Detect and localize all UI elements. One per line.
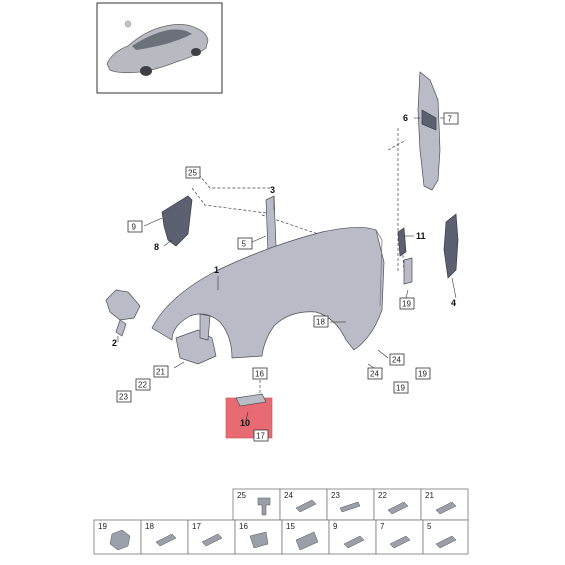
svg-text:19: 19 (396, 384, 405, 393)
svg-text:25: 25 (188, 169, 197, 178)
hardware-cell-23[interactable]: 23 (326, 488, 375, 521)
screw-icon (201, 533, 223, 547)
rear-edge-panel[interactable] (443, 213, 459, 279)
clip-icon (389, 535, 411, 549)
svg-text:9: 9 (333, 522, 338, 531)
screw-icon (295, 499, 317, 513)
svg-text:21: 21 (156, 368, 165, 377)
hardware-cell-17[interactable]: 17 (187, 519, 236, 555)
callout-7[interactable]: 7 (443, 112, 459, 125)
svg-text:19: 19 (418, 370, 427, 379)
svg-text:11: 11 (416, 231, 426, 241)
callout-10: 10 (240, 418, 250, 428)
svg-text:25: 25 (237, 491, 246, 500)
svg-text:9: 9 (132, 223, 137, 232)
callout-3: 3 (270, 185, 275, 195)
hardware-cell-25[interactable]: 25 (232, 488, 281, 521)
clip-part-11[interactable] (397, 227, 413, 285)
svg-text:7: 7 (448, 115, 453, 124)
callout-22[interactable]: 22 (135, 378, 151, 391)
screw-icon (343, 535, 365, 549)
svg-text:18: 18 (316, 318, 325, 327)
svg-text:3: 3 (270, 185, 275, 195)
svg-text:24: 24 (392, 356, 401, 365)
svg-text:1: 1 (214, 265, 219, 275)
mounting-strip[interactable] (265, 195, 277, 253)
callout-4: 4 (451, 298, 456, 308)
svg-text:8: 8 (154, 242, 159, 252)
hardware-cell-7[interactable]: 7 (375, 519, 424, 555)
svg-text:4: 4 (451, 298, 456, 308)
svg-text:18: 18 (145, 522, 154, 531)
bolt-icon (435, 501, 457, 515)
hardware-cell-21[interactable]: 21 (420, 488, 469, 521)
hardware-cell-24[interactable]: 24 (279, 488, 328, 521)
svg-text:7: 7 (380, 522, 385, 531)
nut-icon (109, 529, 131, 551)
svg-text:10: 10 (240, 418, 250, 428)
hardware-cell-19[interactable]: 19 (93, 519, 142, 555)
callout-24-a[interactable]: 24 (389, 353, 405, 366)
svg-text:5: 5 (242, 240, 247, 249)
svg-text:19: 19 (98, 522, 107, 531)
svg-text:17: 17 (192, 522, 201, 531)
bolt-icon (155, 533, 177, 547)
hardware-cell-18[interactable]: 18 (140, 519, 189, 555)
callout-9[interactable]: 9 (127, 220, 143, 233)
svg-text:16: 16 (239, 522, 248, 531)
leader-lines (117, 117, 457, 421)
svg-text:23: 23 (331, 491, 340, 500)
svg-text:2: 2 (112, 338, 117, 348)
hardware-cell-15[interactable]: 15 (281, 519, 330, 555)
clip-icon (249, 531, 269, 549)
svg-text:24: 24 (370, 370, 379, 379)
callout-19-a[interactable]: 19 (399, 297, 415, 310)
callout-17[interactable]: 17 (253, 429, 269, 442)
svg-text:15: 15 (286, 522, 295, 531)
fender-bracket-rear[interactable] (161, 195, 193, 247)
callout-19-b[interactable]: 19 (415, 367, 431, 380)
svg-text:22: 22 (378, 491, 387, 500)
hardware-cell-9[interactable]: 9 (328, 519, 377, 555)
svg-text:19: 19 (402, 300, 411, 309)
callout-18[interactable]: 18 (313, 315, 329, 328)
hardware-cell-5[interactable]: 5 (422, 519, 469, 555)
svg-text:5: 5 (427, 522, 432, 531)
svg-text:21: 21 (425, 491, 434, 500)
screw-icon (387, 501, 409, 515)
callout-5[interactable]: 5 (237, 237, 253, 250)
callout-2: 2 (112, 338, 117, 348)
callout-16[interactable]: 16 (252, 367, 268, 380)
lower-bracket[interactable] (175, 313, 217, 365)
callout-6: 6 (403, 113, 408, 123)
callout-11: 11 (416, 231, 426, 241)
callout-24-b[interactable]: 24 (367, 367, 383, 380)
callout-1: 1 (214, 265, 219, 275)
callout-8: 8 (154, 242, 159, 252)
vehicle-thumbnail[interactable] (96, 2, 223, 94)
svg-text:23: 23 (119, 393, 128, 402)
svg-text:24: 24 (284, 491, 293, 500)
bolt-icon (339, 501, 361, 513)
hardware-cell-16[interactable]: 16 (234, 519, 283, 555)
callout-19-c[interactable]: 19 (393, 381, 409, 394)
svg-text:16: 16 (255, 370, 264, 379)
svg-text:17: 17 (256, 432, 265, 441)
a-pillar-trim[interactable] (417, 71, 441, 191)
clip-icon (295, 531, 319, 551)
callout-23[interactable]: 23 (116, 390, 132, 403)
screw-icon (435, 535, 457, 549)
hardware-cell-22[interactable]: 22 (373, 488, 422, 521)
bolt-icon (257, 497, 271, 516)
hardware-table: 25 24 23 22 21 19 (93, 488, 469, 555)
svg-text:6: 6 (403, 113, 408, 123)
front-bracket[interactable] (105, 289, 141, 337)
callout-25[interactable]: 25 (185, 166, 201, 179)
callout-21[interactable]: 21 (153, 365, 169, 378)
svg-text:22: 22 (138, 381, 147, 390)
